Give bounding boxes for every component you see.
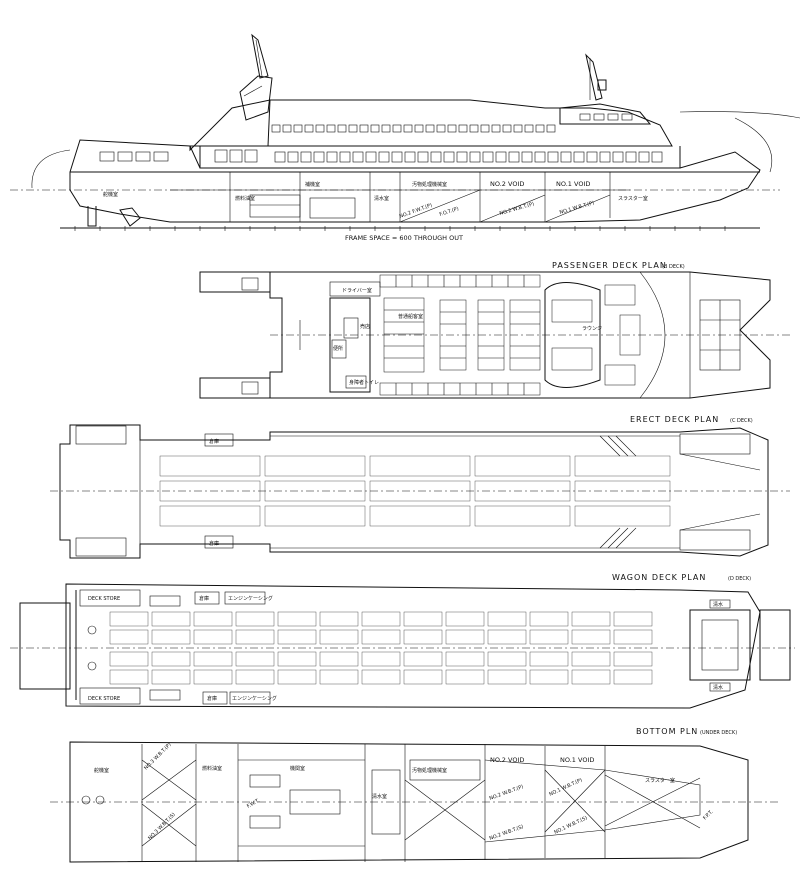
label-fuel-room: 燃料油室: [235, 195, 255, 202]
upper-window-row: [271, 124, 556, 133]
label-deck-store-top: DECK STORE: [88, 596, 120, 602]
stern-ramp: [19, 602, 71, 690]
passenger-deck-plan: PASSENGER DECK PLAN (B DECK) ドライバー室 売店 便…: [199, 261, 790, 399]
aft-mast: [251, 33, 269, 79]
label-bottom-void1: NO.1 VOID: [560, 756, 594, 764]
label-wagon-store-bottom: 倉庫: [207, 695, 217, 702]
lower-window-row: [214, 149, 663, 163]
label-wbt-2: NO.2 W.B.T.(P): [499, 201, 535, 217]
label-bottom-wbt2s: NO.2 W.B.T.(S): [489, 824, 525, 842]
passenger-deck-title: PASSENGER DECK PLAN: [552, 261, 667, 270]
label-void-1: NO.1 VOID: [556, 180, 590, 188]
wheelhouse: [559, 103, 652, 125]
hull-outline: [69, 139, 761, 223]
label-bottom-fresh: 清水室: [372, 793, 387, 800]
wagon-deck-subtitle: (D DECK): [728, 576, 751, 582]
label-fresh-tag-bottom: 清水: [713, 684, 723, 691]
label-bottom-sewage: 汚物処理機械室: [412, 767, 447, 774]
erect-deck-lanes: [159, 455, 671, 527]
label-bottom-wbt3s: NO.3 W.B.T.(S): [147, 812, 177, 842]
label-steering-room: 舵機室: [103, 191, 118, 198]
label-aux-room: 補機室: [305, 181, 320, 188]
label-bottom-wbt3p: NO.3 W.B.T.(P): [143, 742, 173, 772]
label-bottom-fuel: 燃料油室: [202, 765, 222, 772]
fore-mast: [585, 53, 603, 101]
passenger-seating: [379, 274, 541, 396]
wagon-deck-plan: WAGON DECK PLAN (D DECK) DECK STORE DECK…: [10, 573, 795, 709]
label-wagon-store-top: 倉庫: [199, 595, 209, 602]
erect-deck-subtitle: (C DECK): [730, 418, 753, 424]
label-bottom-steering: 舵機室: [94, 767, 109, 774]
label-deck-store-bottom: DECK STORE: [88, 696, 120, 702]
wagon-deck-title: WAGON DECK PLAN: [612, 573, 706, 582]
label-fresh-tag-top: 清水: [713, 601, 723, 608]
passenger-deck-subtitle: (B DECK): [662, 264, 685, 270]
label-lounge: ラウンジ: [582, 325, 602, 332]
wagon-deck-lanes: [109, 611, 653, 685]
label-store: 売店: [360, 323, 370, 330]
passenger-deck-outline: [269, 271, 771, 399]
label-sewage-room: 汚物処理機械室: [412, 181, 447, 188]
profile-view: 舵機室 燃料油室 補機室 清水室 汚物処理機械室 NO.2 VOID NO.1 …: [10, 33, 800, 242]
label-fwt: NO.2 F.W.T.(P): [399, 202, 433, 219]
label-bottom-fwt: F.W.T.: [246, 797, 261, 809]
bottom-plan-outline: [69, 741, 749, 863]
label-fot: F.O.T.(P): [439, 206, 460, 218]
label-bottom-wbt1p: NO.1 W.B.T.(P): [548, 777, 583, 798]
label-driver-room: ドライバー室: [342, 287, 372, 294]
erect-deck-title: ERECT DECK PLAN: [630, 415, 719, 424]
wagon-deck-outline: [65, 583, 761, 709]
label-store-top: 倉庫: [209, 438, 219, 445]
label-void-2: NO.2 VOID: [490, 180, 524, 188]
label-wbt-1: NO.1 W.B.T.(P): [559, 200, 595, 216]
label-bottom-wbt2p: NO.2 W.B.T.(P): [489, 784, 525, 802]
label-bottom-fpt: F.P.T.: [702, 809, 715, 822]
label-thruster-room: スラスター室: [618, 195, 648, 202]
label-passenger-cabin: 普通船客室: [398, 313, 423, 320]
label-bottom-engine: 機関室: [290, 765, 305, 772]
label-bottom-thruster: スラスター室: [645, 777, 675, 784]
frame-space-note: FRAME SPACE = 600 THROUGH OUT: [345, 234, 463, 242]
aft-funnel: [239, 75, 273, 121]
label-bottom-void2: NO.2 VOID: [490, 756, 524, 764]
erect-deck-plan: ERECT DECK PLAN (C DECK) 倉庫 倉庫: [50, 415, 790, 559]
label-fresh-water-room: 清水室: [374, 195, 389, 202]
label-toilet: 便所: [333, 345, 343, 352]
label-engine-casing-top: エンジンケーシング: [228, 595, 273, 602]
erect-deck-outline: [59, 424, 769, 559]
frame-ticks: [74, 226, 726, 231]
label-store-bottom: 倉庫: [209, 540, 219, 547]
label-engine-casing-bottom: エンジンケーシング: [232, 695, 277, 702]
superstructure: [189, 99, 673, 152]
bottom-plan: BOTTOM PLN (UNDER DECK) 舵機室: [50, 727, 780, 863]
label-accessible-toilet: 身障者トイレ: [349, 379, 379, 386]
bottom-plan-subtitle: (UNDER DECK): [700, 730, 737, 736]
bottom-plan-title: BOTTOM PLN: [636, 727, 698, 736]
